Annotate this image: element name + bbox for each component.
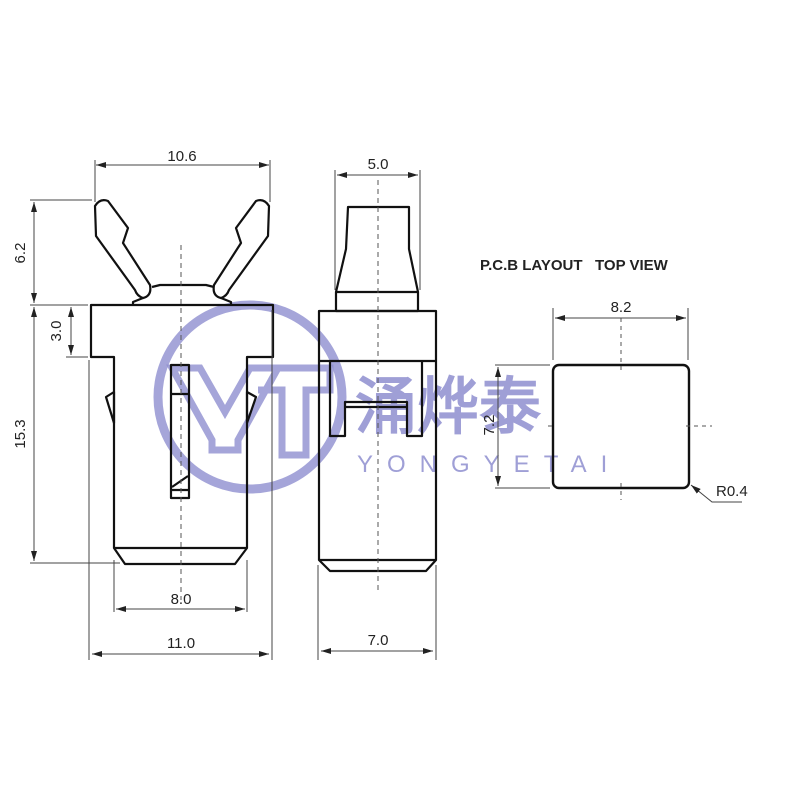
dim-pcb-corner-radius: R0.4	[716, 483, 748, 500]
dim-bottom-inner-width: 8.0	[171, 591, 192, 608]
dim-tab-height: 6.2	[12, 243, 29, 264]
dim-side-top-width: 5.0	[368, 156, 389, 173]
dim-body-height: 15.3	[12, 419, 29, 448]
right-latch	[245, 390, 258, 425]
front-flange	[89, 303, 275, 566]
side-plunger	[334, 205, 420, 313]
watermark: 涌烨泰 YONGYETAI	[153, 300, 621, 494]
dim-pcb-height: 7.2	[481, 415, 498, 436]
dim-flange-height: 3.0	[48, 321, 65, 342]
pcb-dimensions	[495, 308, 742, 503]
dim-side-bottom-width: 7.0	[368, 632, 389, 649]
dim-top-width: 10.6	[167, 148, 196, 165]
dim-pcb-width: 8.2	[611, 299, 632, 316]
dim-overall-width: 11.0	[167, 635, 195, 652]
left-spring-tab	[93, 199, 152, 300]
side-dimensions	[317, 170, 437, 660]
right-spring-tab	[212, 199, 271, 300]
pcb-centerlines	[548, 318, 712, 500]
front-slot	[169, 363, 191, 500]
front-dimensions	[30, 160, 273, 660]
pcb-layout-title: P.C.B LAYOUT TOP VIEW	[480, 257, 669, 274]
watermark-english: YONGYETAI	[357, 451, 621, 478]
left-latch	[104, 390, 116, 425]
front-view	[89, 199, 275, 566]
